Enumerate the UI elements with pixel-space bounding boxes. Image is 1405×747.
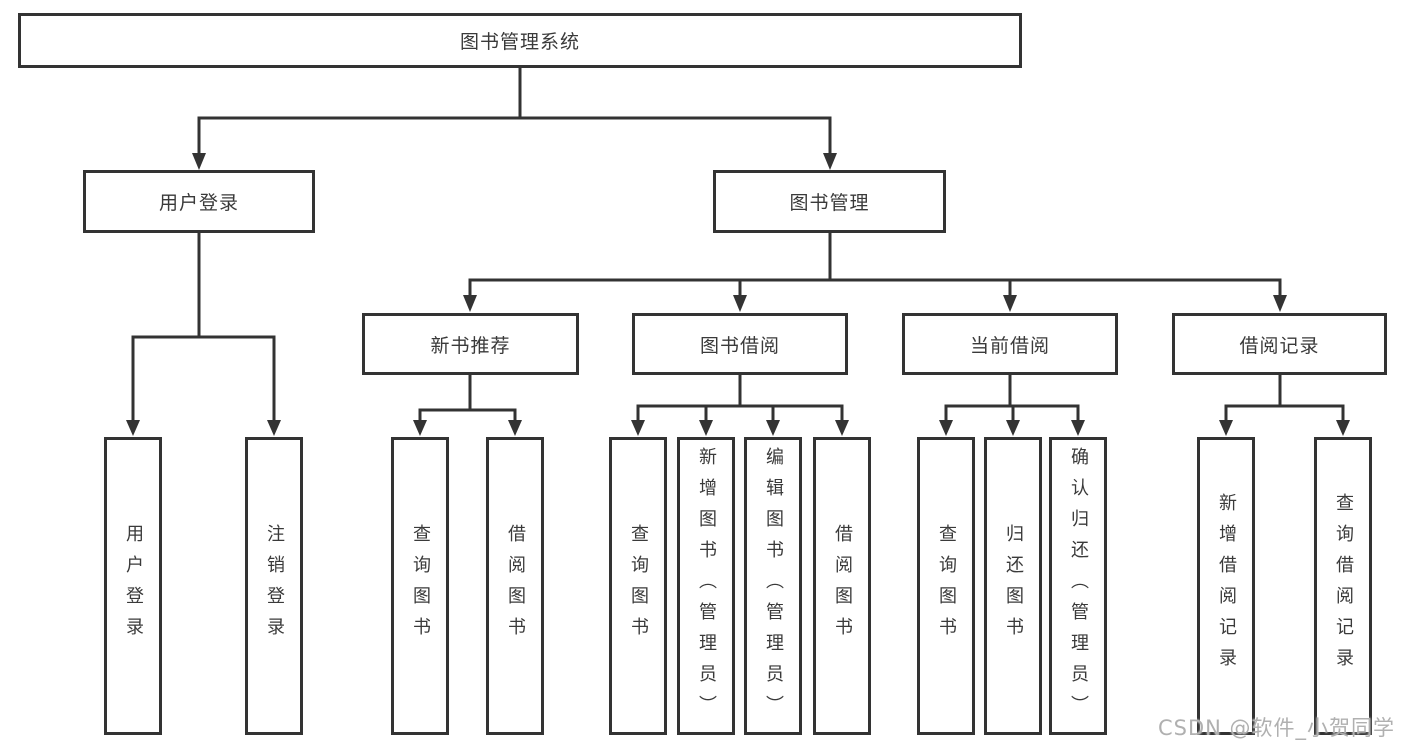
arrowhead-user-login [192, 153, 206, 170]
leaf-query-borrow-record-label: 查询借阅记录 [1333, 493, 1354, 679]
arrowhead-leaf-4 [508, 420, 522, 436]
arrowhead-leaf-1 [126, 420, 140, 436]
leaf-borrow-books-newbook-label: 借阅图书 [505, 524, 526, 648]
node-book-borrowing-label: 图书借阅 [699, 334, 780, 357]
arrowhead-leaf-2 [267, 420, 281, 436]
leaf-query-books-newbook-label: 查询图书 [410, 524, 431, 648]
leaf-confirm-return-admin: 确认归还（管理员） [1049, 437, 1107, 735]
connector-root-branch [197, 116, 832, 154]
leaf-user-login-label: 用户登录 [123, 524, 144, 648]
arrowhead-leaf-12 [1219, 420, 1233, 436]
node-book-management-label: 图书管理 [789, 192, 870, 214]
arrowhead-leaf-13 [1336, 420, 1350, 436]
node-book-borrowing: 图书借阅 [632, 313, 848, 375]
leaf-logout-label: 注销登录 [264, 524, 285, 648]
leaf-borrow-books-borrowing: 借阅图书 [813, 437, 871, 735]
node-new-book-recommend: 新书推荐 [362, 313, 579, 375]
leaf-return-books-label: 归还图书 [1003, 524, 1024, 648]
connector-new-book-branch [418, 408, 517, 422]
arrowhead-leaf-11 [1071, 420, 1085, 436]
leaf-return-books: 归还图书 [984, 437, 1042, 735]
connector-book-borrowing-branch [636, 404, 844, 422]
node-new-book-recommend-label: 新书推荐 [430, 334, 511, 357]
leaf-user-login: 用户登录 [104, 437, 162, 735]
node-current-borrowing: 当前借阅 [902, 313, 1118, 375]
leaf-add-book-admin-label: 新增图书（管理员） [696, 446, 717, 726]
leaf-query-borrow-record: 查询借阅记录 [1314, 437, 1372, 735]
arrowhead-leaf-7 [766, 420, 780, 436]
arrowhead-leaf-9 [939, 420, 953, 436]
node-user-login-label: 用户登录 [158, 192, 239, 214]
arrowhead-new-book [463, 295, 477, 312]
arrowhead-book-borrowing [733, 295, 747, 312]
node-root-label: 图书管理系统 [459, 31, 580, 53]
leaf-edit-book-admin: 编辑图书（管理员） [744, 437, 802, 735]
leaf-edit-book-admin-label: 编辑图书（管理员） [763, 446, 784, 726]
arrowhead-leaf-10 [1006, 420, 1020, 436]
leaf-query-books-current-label: 查询图书 [936, 524, 957, 648]
arrowhead-leaf-3 [413, 420, 427, 436]
leaf-confirm-return-admin-label: 确认归还（管理员） [1068, 446, 1089, 726]
arrowhead-leaf-5 [631, 420, 645, 436]
connector-book-mgmt-branch [468, 278, 1282, 296]
leaf-query-books-current: 查询图书 [917, 437, 975, 735]
leaf-add-borrow-record-label: 新增借阅记录 [1216, 493, 1237, 679]
arrowhead-borrow-records [1273, 295, 1287, 312]
node-root-system: 图书管理系统 [18, 13, 1022, 68]
arrowhead-current-borrow [1003, 295, 1017, 312]
leaf-borrow-books-borrowing-label: 借阅图书 [832, 524, 853, 648]
leaf-query-books-borrowing: 查询图书 [609, 437, 667, 735]
connector-borrow-records-branch [1224, 404, 1345, 422]
node-borrowing-records-label: 借阅记录 [1239, 334, 1320, 357]
leaf-query-books-newbook: 查询图书 [391, 437, 449, 735]
node-book-management: 图书管理 [713, 170, 946, 233]
leaf-borrow-books-newbook: 借阅图书 [486, 437, 544, 735]
connector-current-borrow-branch [944, 404, 1080, 422]
node-borrowing-records: 借阅记录 [1172, 313, 1387, 375]
node-user-login: 用户登录 [83, 170, 315, 233]
leaf-add-borrow-record: 新增借阅记录 [1197, 437, 1255, 735]
leaf-logout: 注销登录 [245, 437, 303, 735]
arrowhead-book-mgmt [823, 153, 837, 170]
leaf-add-book-admin: 新增图书（管理员） [677, 437, 735, 735]
connector-user-login-branch [131, 335, 276, 422]
arrowhead-leaf-8 [835, 420, 849, 436]
arrowhead-leaf-6 [699, 420, 713, 436]
node-current-borrowing-label: 当前借阅 [969, 334, 1050, 357]
leaf-query-books-borrowing-label: 查询图书 [628, 524, 649, 648]
csdn-watermark: CSDN @软件_小贺同学 [1158, 716, 1396, 740]
